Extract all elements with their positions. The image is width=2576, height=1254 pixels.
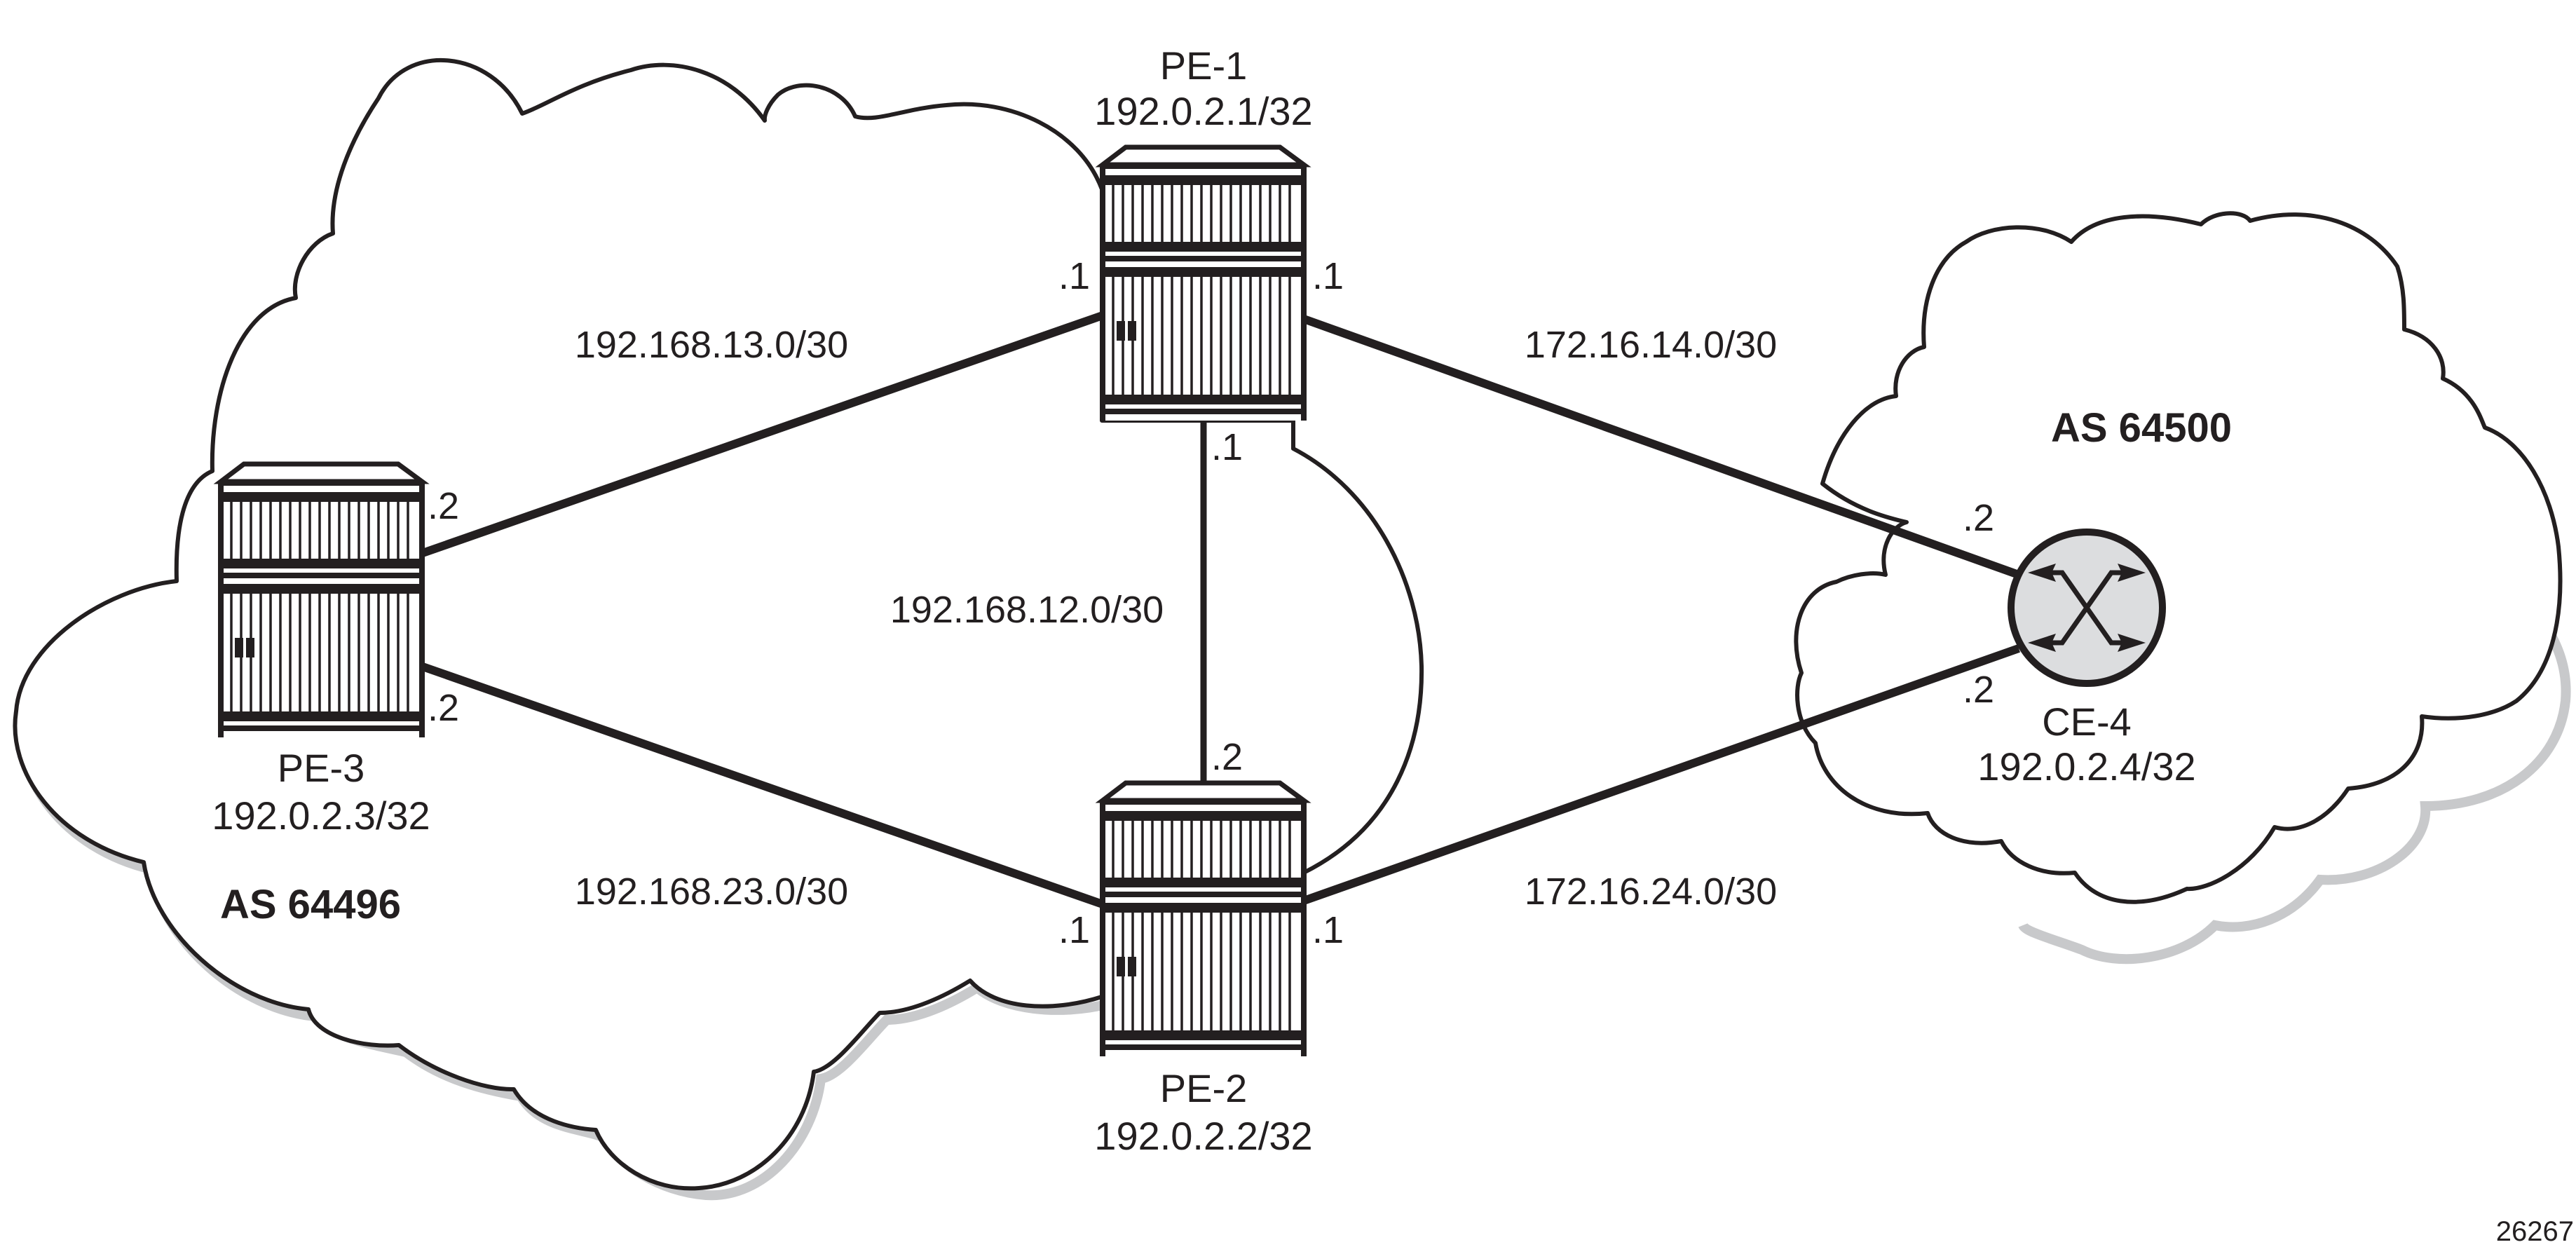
router-chassis-icon [1103,783,1304,1056]
iface-pe1-to-ce4: .1 [1312,255,1344,297]
link-pe1-ce4[interactable] [1302,315,2021,579]
links [419,311,2021,908]
router-chassis-icon [1103,147,1304,421]
iface-ce4-from-pe1: .2 [1963,497,1994,539]
pe1-ip: 192.0.2.1/32 [1094,89,1312,133]
cloud-as-64496 [13,57,1424,1201]
cloud-as-64500 [1794,211,2571,965]
ce4-name: CE-4 [2042,700,2132,744]
pe2-ip: 192.0.2.2/32 [1094,1114,1312,1158]
as-label-right: AS 64500 [2051,405,2232,451]
link-pe1-pe3[interactable] [419,311,1104,558]
subnet-pe1-pe3: 192.168.13.0/30 [575,324,848,366]
subnet-pe2-ce4: 172.16.24.0/30 [1525,871,1777,913]
iface-pe3-to-pe2: .2 [428,687,459,729]
iface-pe3-to-pe1: .2 [428,485,459,527]
subnet-pe2-pe3: 192.168.23.0/30 [575,871,848,913]
pe3-ip: 192.0.2.3/32 [212,793,430,838]
pe2-name: PE-2 [1160,1066,1248,1110]
ce4-ip: 192.0.2.4/32 [1977,744,2195,789]
link-pe2-ce4[interactable] [1302,644,2020,905]
router-pe3[interactable] [221,464,422,737]
subnet-pe1-ce4: 172.16.14.0/30 [1525,324,1777,366]
iface-pe2-to-pe3: .1 [1058,909,1090,951]
iface-pe2-to-pe1: .2 [1211,736,1243,778]
router-pe1[interactable] [1103,147,1304,421]
link-pe2-pe3[interactable] [419,662,1104,908]
crossed-arrows-icon [2028,564,2146,652]
iface-ce4-from-pe2: .2 [1963,669,1994,711]
router-pe2[interactable] [1103,783,1304,1056]
pe3-name: PE-3 [278,746,365,790]
iface-pe1-to-pe2: .1 [1211,426,1243,468]
subnet-pe1-pe2: 192.168.12.0/30 [890,589,1164,631]
figure-id: 26267 [2496,1216,2574,1247]
pe1-name: PE-1 [1160,43,1248,88]
router-ce4[interactable] [2008,529,2166,687]
router-chassis-icon [221,464,422,737]
as-label-left: AS 64496 [220,882,401,927]
iface-pe2-to-ce4: .1 [1312,909,1344,951]
iface-pe1-to-pe3: .1 [1058,255,1090,297]
